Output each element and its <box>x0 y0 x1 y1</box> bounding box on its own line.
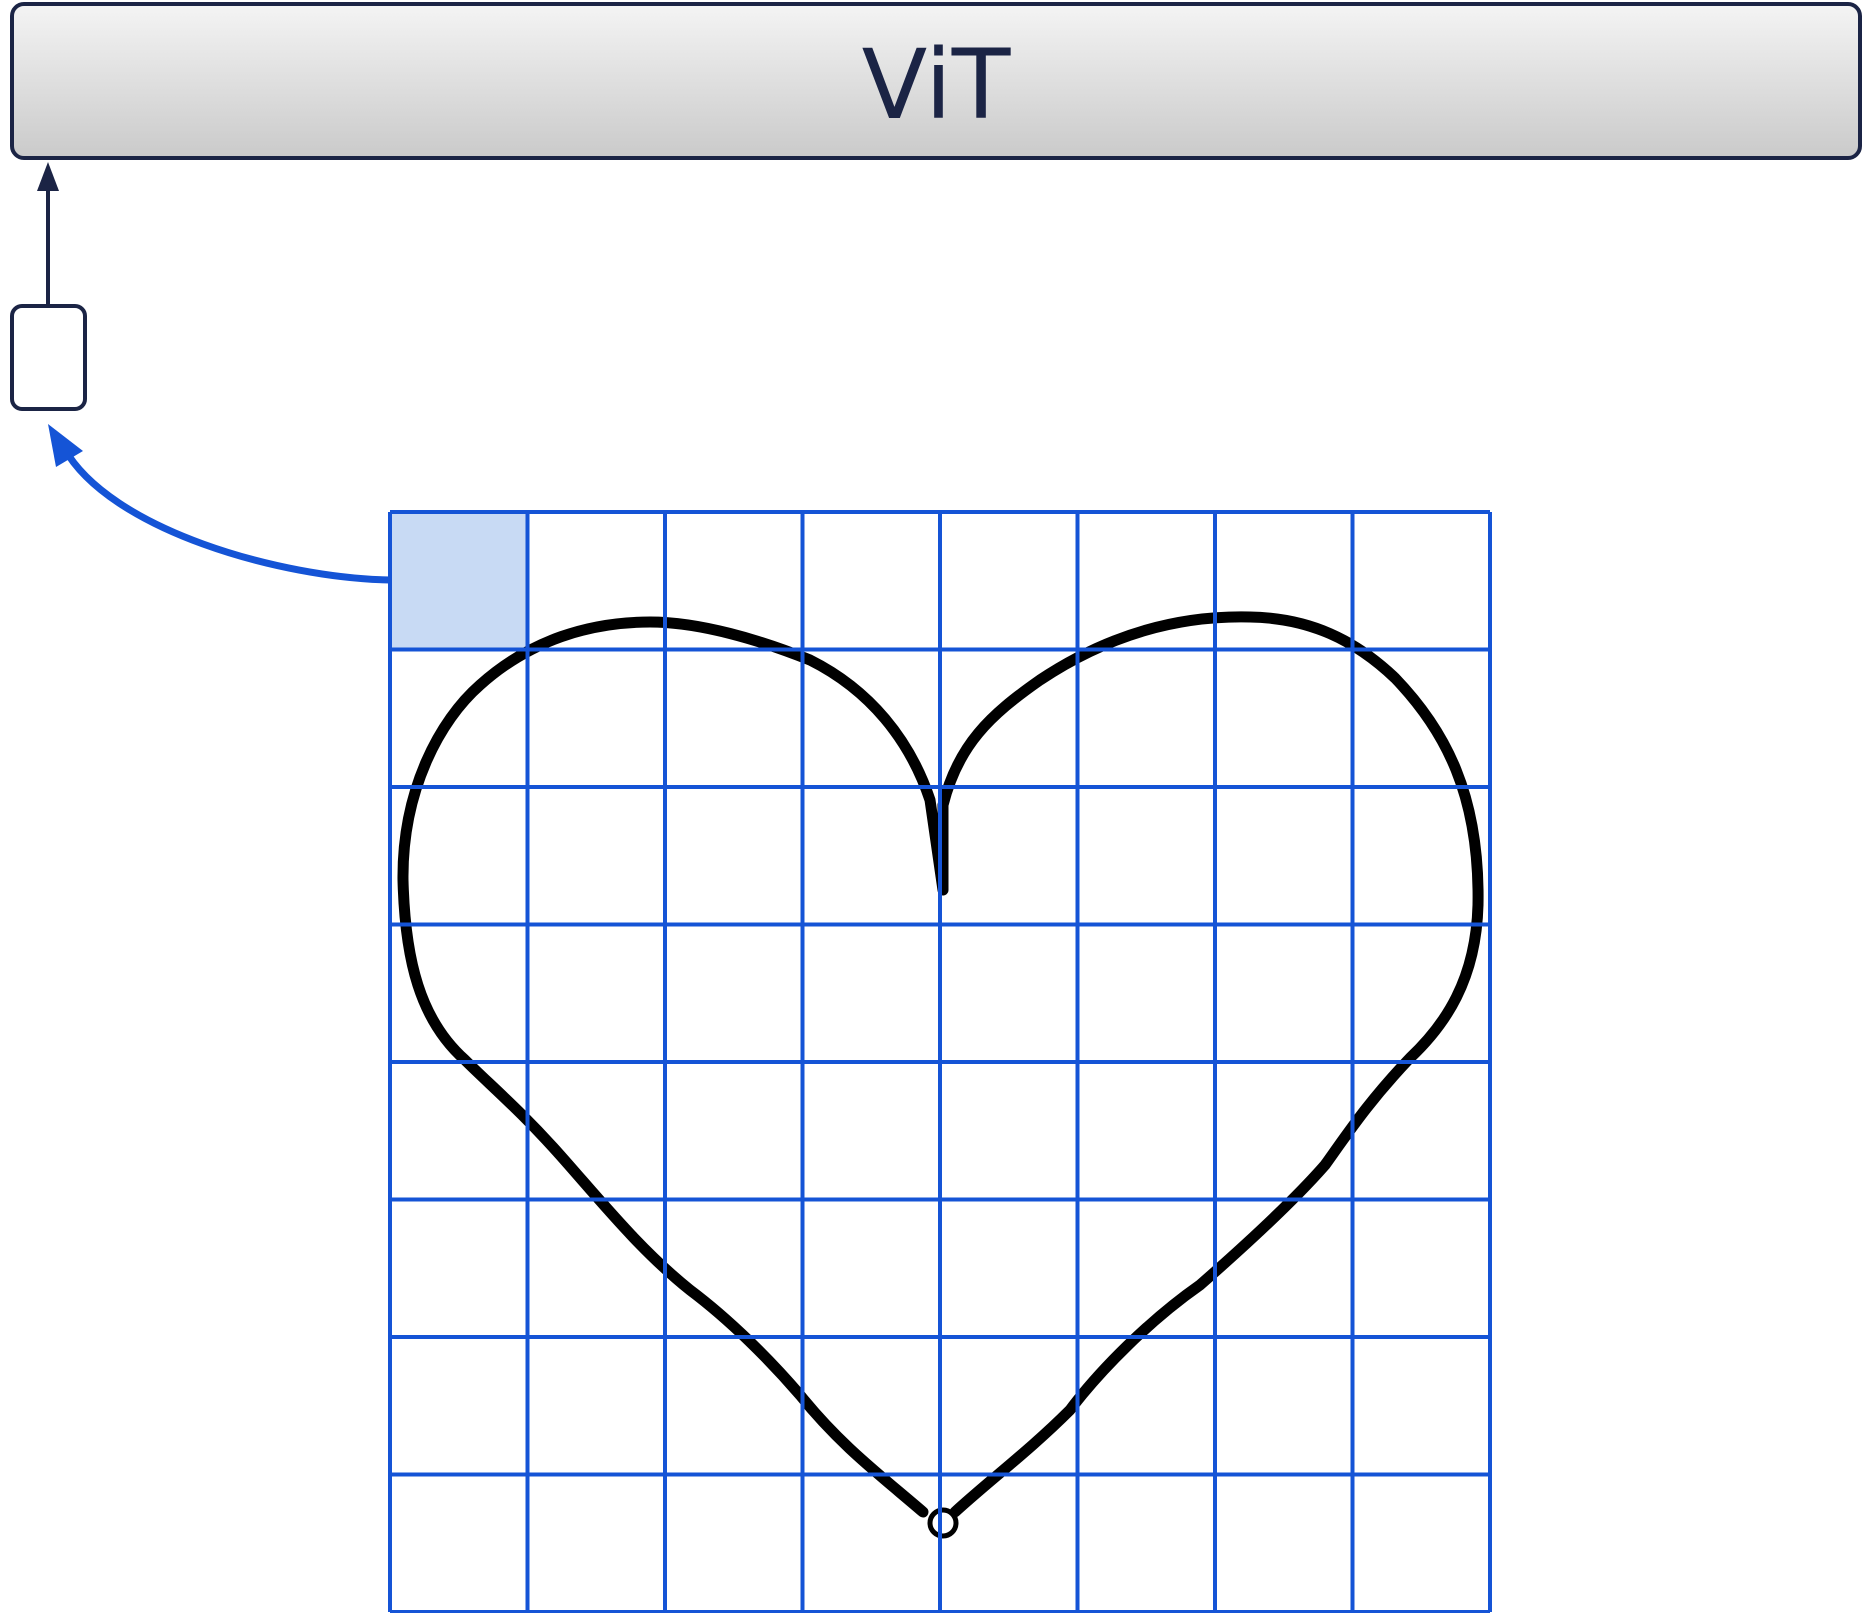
token-box <box>12 306 85 409</box>
token-to-vit-arrow <box>37 162 59 306</box>
patch-to-token-arrowhead <box>48 424 83 467</box>
vit-label: ViT <box>862 29 1011 141</box>
highlighted-patch <box>390 512 528 650</box>
patch-to-token-arrow <box>48 424 390 580</box>
patch-to-token-curve <box>64 448 390 580</box>
heart-tip-circle <box>930 1510 956 1536</box>
token-to-vit-arrowhead <box>37 162 59 191</box>
patch-grid <box>390 512 1490 1612</box>
vit-block: ViT <box>12 4 1860 158</box>
